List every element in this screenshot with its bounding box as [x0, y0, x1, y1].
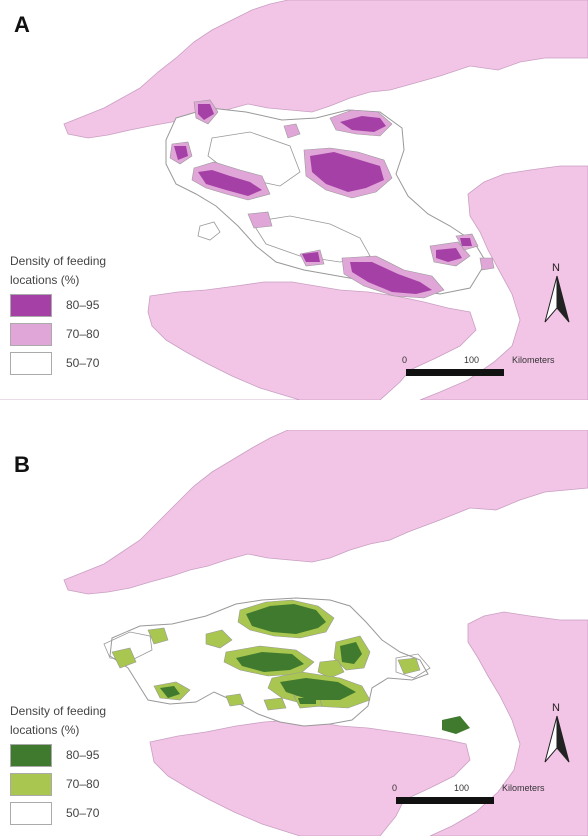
legend-row-80-95: 80–95	[10, 294, 140, 319]
density-80-95-cores	[160, 604, 470, 734]
legend-label: 50–70	[66, 806, 100, 820]
legend: Density of feeding locations (%) 80–95 7…	[10, 702, 140, 827]
legend-row-70-80: 70–80	[10, 773, 140, 798]
legend-swatch	[10, 773, 52, 796]
legend-row-50-70: 50–70	[10, 802, 140, 827]
scale-unit-label: Kilometers	[512, 355, 555, 365]
scale-zero-label: 0	[392, 783, 398, 793]
contour-50-70-inner	[207, 131, 301, 187]
panel-letter: A	[14, 12, 30, 37]
scale-zero-label: 0	[402, 355, 408, 365]
legend-label: 50–70	[66, 356, 100, 370]
land-north-coast	[63, 430, 588, 595]
contour-50-70	[165, 107, 487, 295]
map-panel-a: A Density of feeding locations (%) 80–95…	[0, 0, 588, 400]
north-arrow: N	[542, 702, 572, 763]
map-canvas-b	[63, 430, 588, 836]
land-south-coast	[0, 281, 477, 400]
legend-swatch	[10, 323, 52, 346]
scale-bar-line	[396, 797, 494, 804]
legend-label: 70–80	[66, 777, 100, 791]
scale-max-label: 100	[464, 355, 480, 365]
north-label: N	[552, 702, 560, 714]
map-canvas-a	[0, 0, 588, 400]
legend-title: Density of feeding locations (%)	[10, 254, 107, 287]
density-80-95-cores	[174, 104, 472, 294]
north-arrow-icon	[544, 275, 570, 323]
land-east-peninsula	[429, 611, 588, 836]
land-east-peninsula	[419, 165, 588, 400]
north-label: N	[552, 262, 560, 274]
north-arrow-icon	[544, 715, 570, 763]
contour-50-70-mid	[251, 215, 371, 263]
legend-swatch	[10, 802, 52, 825]
contour-50-70-east	[395, 653, 431, 679]
map-panel-b: B Density of feeding locations (%) 80–95…	[0, 430, 588, 836]
legend-label: 80–95	[66, 748, 100, 762]
legend: Density of feeding locations (%) 80–95 7…	[10, 252, 140, 377]
legend-row-70-80: 70–80	[10, 323, 140, 348]
legend-label: 70–80	[66, 327, 100, 341]
legend-title: Density of feeding locations (%)	[10, 704, 107, 737]
legend-row-50-70: 50–70	[10, 352, 140, 377]
legend-label: 80–95	[66, 298, 100, 312]
contour-50-70-small	[197, 221, 221, 241]
scale-bar-line	[406, 369, 504, 376]
panel-letter: B	[14, 452, 30, 477]
legend-swatch	[10, 294, 52, 317]
legend-swatch	[10, 744, 52, 767]
land-south-coast	[149, 719, 471, 836]
north-arrow: N	[542, 262, 572, 323]
contour-50-70-outer	[103, 631, 153, 661]
legend-swatch	[10, 352, 52, 375]
scale-unit-label: Kilometers	[502, 783, 545, 793]
legend-row-80-95: 80–95	[10, 744, 140, 769]
scale-max-label: 100	[454, 783, 470, 793]
